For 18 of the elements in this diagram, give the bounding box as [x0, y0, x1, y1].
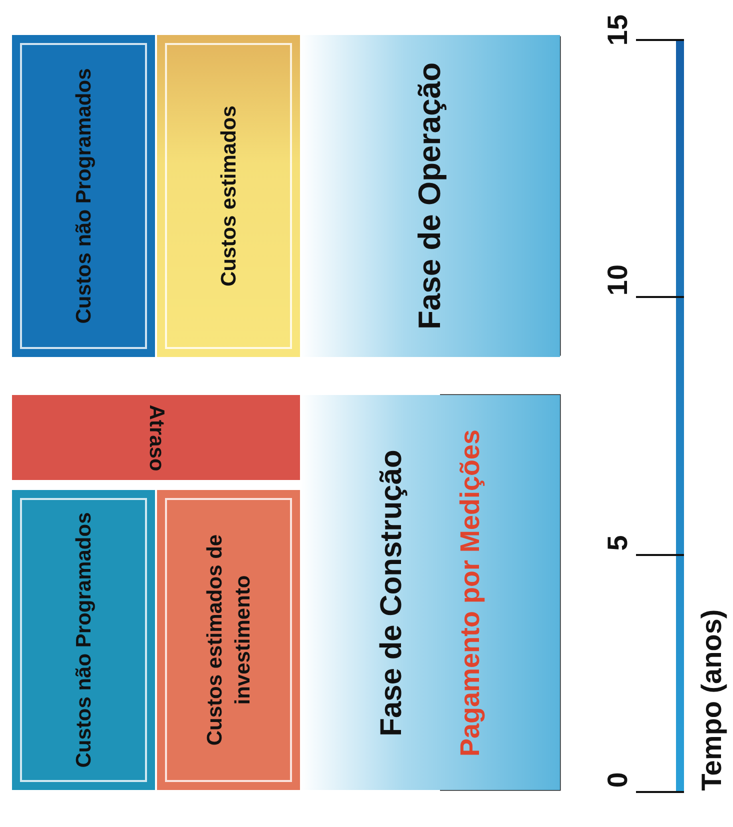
delay-block	[12, 395, 300, 480]
block-label: Fase de Construção	[374, 449, 409, 736]
tick-label: 0	[602, 772, 634, 788]
block-label: Custos estimados	[216, 106, 241, 286]
block-note: Pagamento por Medições	[454, 428, 486, 756]
block-label: Atraso	[144, 404, 169, 471]
block-label: Custos não Programados	[70, 512, 96, 768]
axis-title: Tempo (anos)	[696, 609, 728, 791]
tick-label: 15	[602, 14, 634, 46]
cost-block	[12, 490, 155, 790]
cost-block	[157, 35, 300, 357]
tick-label: 10	[602, 264, 634, 296]
block-label: Custos estimados de investimento	[202, 533, 254, 748]
cost-block	[12, 35, 155, 357]
cost-block	[157, 490, 300, 790]
block-label: Custos não Programados	[70, 68, 96, 324]
block-label: Fase de Operação	[410, 62, 448, 330]
tick-label: 5	[602, 535, 634, 551]
